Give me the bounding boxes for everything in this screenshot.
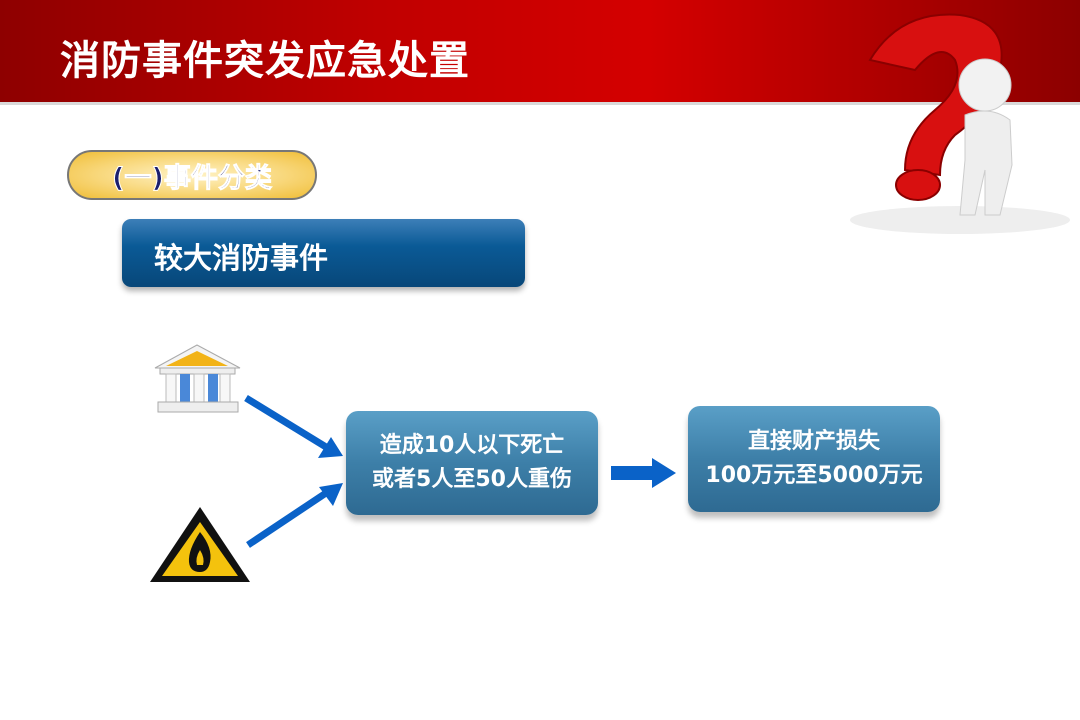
arrow-icon: [246, 483, 343, 548]
casualties-line2: 或者5人至50人重伤: [372, 467, 572, 492]
loss-box: 直接财产损失 100万元至5000万元: [688, 406, 940, 512]
arrow-icon: [244, 395, 343, 458]
fire-hazard-icon: [150, 507, 250, 582]
thinking-person-question-mark-icon: [850, 13, 1070, 234]
section-badge: (一)事件分类: [67, 150, 317, 200]
category-label: 较大消防事件: [154, 241, 329, 275]
bank-building-icon: [154, 344, 241, 413]
category-banner: 较大消防事件: [122, 219, 525, 287]
section-label: (一)事件分类: [112, 162, 273, 194]
casualties-line1: 造成10人以下死亡: [379, 433, 565, 458]
arrow-icon: [611, 458, 676, 488]
loss-line2: 100万元至5000万元: [705, 463, 923, 488]
loss-line1: 直接财产损失: [747, 429, 880, 454]
casualties-box: 造成10人以下死亡 或者5人至50人重伤: [346, 411, 598, 515]
slide-title: 消防事件突发应急处置: [60, 38, 470, 84]
